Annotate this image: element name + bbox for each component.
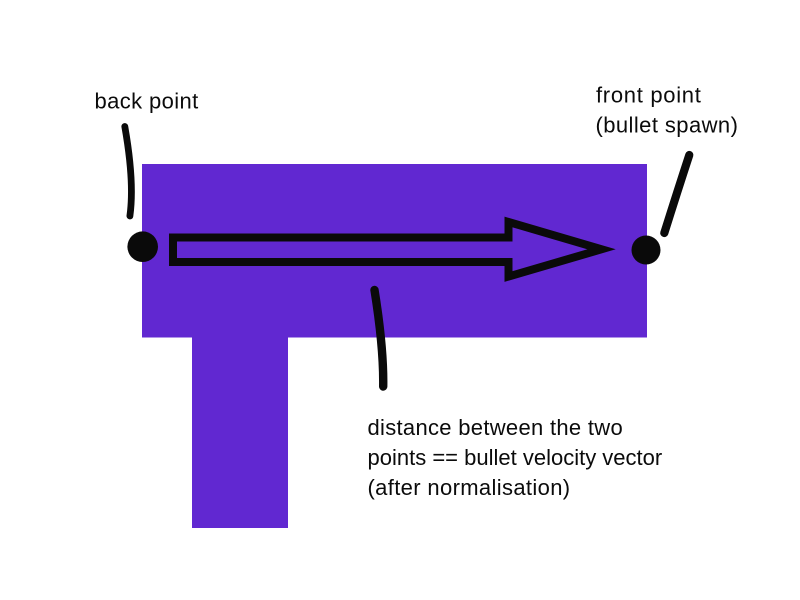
svg-text:points == bullet velocity vect: points == bullet velocity vector — [368, 445, 663, 470]
svg-text:front point: front point — [596, 83, 702, 108]
svg-text:distance between the two: distance between the two — [368, 415, 623, 440]
svg-text:(after normalisation): (after normalisation) — [368, 475, 571, 500]
svg-text:(bullet spawn): (bullet spawn) — [596, 113, 739, 138]
svg-text:back point: back point — [95, 89, 199, 114]
